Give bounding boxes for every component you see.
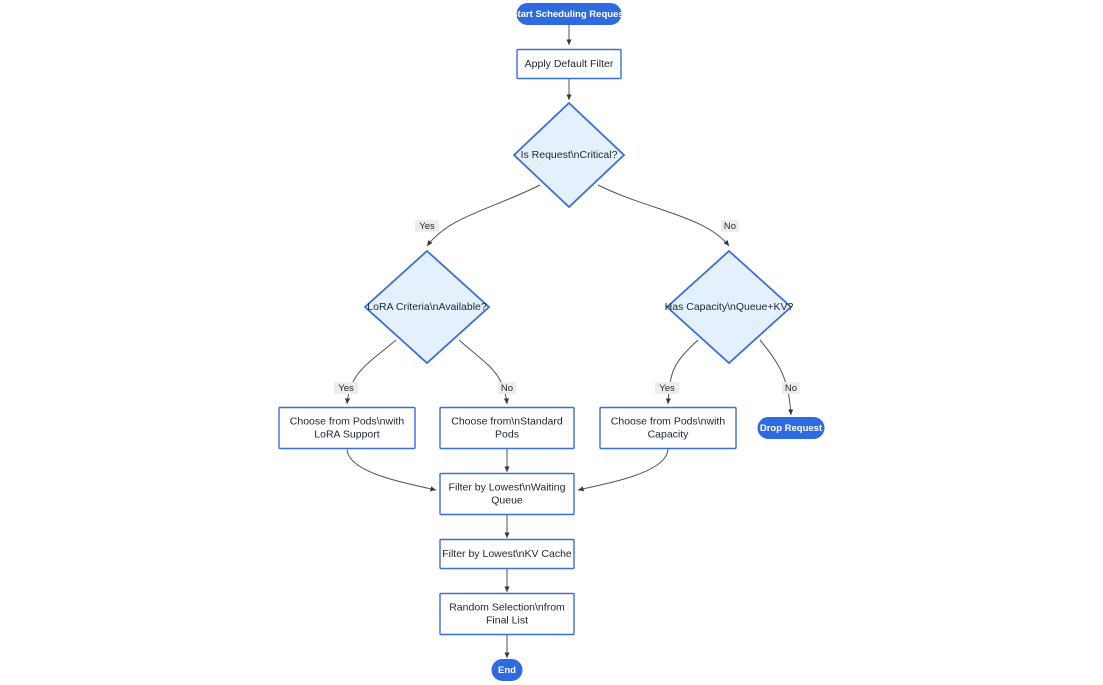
edge-label-text: Yes — [659, 383, 675, 394]
edge-label-background — [720, 220, 740, 232]
edge-label-e-capacity-no: No — [781, 382, 801, 394]
edge-label-e-critical-no: No — [720, 220, 740, 232]
edge-label-text: No — [501, 383, 513, 394]
node-shape-rect — [278, 406, 416, 450]
node-apply_default_filter[interactable]: Apply Default Filter — [516, 48, 622, 80]
edge-label-background — [497, 382, 517, 394]
flow-edge — [577, 448, 669, 492]
node-label: End — [498, 665, 516, 676]
node-has_capacity[interactable]: Has Capacity\nQueue+KV? — [665, 249, 794, 365]
node-label: Start Scheduling Request — [511, 9, 627, 20]
edge-label-e-critical-yes: Yes — [415, 220, 439, 232]
node-start[interactable]: Start Scheduling Request — [511, 3, 628, 25]
edge-label-text: Yes — [338, 383, 354, 394]
node-lora_criteria_available[interactable]: LoRA Criteria\nAvailable? — [363, 249, 491, 365]
edge-label-background — [415, 220, 439, 232]
node-label: LoRA Criteria\nAvailable? — [367, 301, 487, 313]
flow-edge — [597, 184, 730, 247]
node-shape-rect — [439, 406, 575, 450]
flow-edge — [344, 339, 397, 405]
node-shape-pill — [757, 417, 825, 439]
edge-label-e-lora-no: No — [497, 382, 517, 394]
node-shape-pill — [516, 3, 622, 25]
node-shape-pill — [491, 659, 523, 681]
edge-label-e-lora-yes: Yes — [334, 382, 358, 394]
node-label: Has Capacity\nQueue+KV? — [665, 301, 794, 313]
edge-label-text: Yes — [419, 221, 435, 232]
edge-label-background — [655, 382, 679, 394]
edge-label-text: No — [724, 221, 736, 232]
node-shape-rect — [439, 592, 575, 636]
edge-label-background — [334, 382, 358, 394]
node-label: Filter by Lowest\nKV Cache — [442, 548, 572, 560]
node-filter_kv_cache[interactable]: Filter by Lowest\nKV Cache — [439, 538, 575, 570]
node-label: Apply Default Filter — [525, 58, 614, 70]
node-end[interactable]: End — [491, 659, 523, 681]
node-shape-rect — [516, 48, 622, 80]
node-drop_request[interactable]: Drop Request — [757, 417, 825, 439]
flow-edge — [346, 448, 437, 492]
node-shape-diamond — [512, 101, 626, 209]
flow-edge — [426, 184, 541, 247]
edges-layer — [344, 25, 794, 659]
edge-label-text: No — [785, 383, 797, 394]
node-shape-rect — [439, 538, 575, 570]
node-is_request_critical[interactable]: Is Request\nCritical? — [512, 101, 626, 209]
node-shape-diamond — [665, 249, 793, 365]
node-shape-diamond — [363, 249, 491, 365]
flow-edge — [458, 339, 510, 405]
node-shape-rect — [599, 406, 737, 450]
flow-edge — [759, 339, 794, 416]
node-shape-rect — [439, 472, 575, 516]
edge-label-e-capacity-yes: Yes — [655, 382, 679, 394]
node-label: Is Request\nCritical? — [521, 149, 618, 161]
edge-label-background — [781, 382, 801, 394]
node-label: Drop Request — [760, 423, 823, 434]
flow-edge — [665, 339, 699, 405]
